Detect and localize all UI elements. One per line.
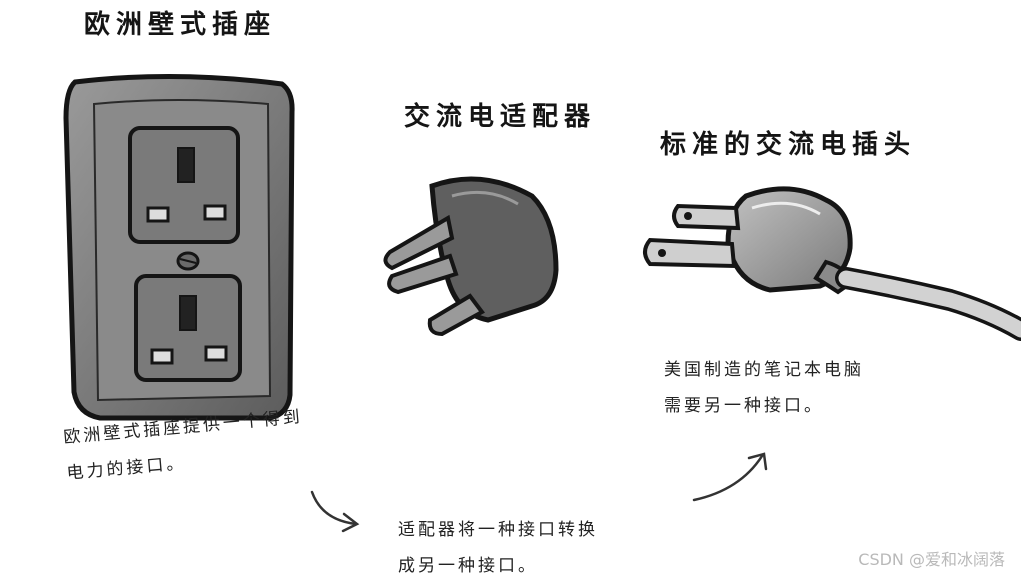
adapter-title: 交流电适配器 [404, 102, 597, 132]
plug-note: 美国制造的笔记本电脑 需要另一种接口。 [664, 352, 864, 424]
arrow-to-plug-note-icon [692, 452, 768, 502]
watermark: CSDN @爱和冰阔落 [858, 550, 1005, 569]
plug-note-line2: 需要另一种接口。 [664, 396, 824, 416]
plug-title: 标准的交流电插头 [660, 130, 917, 160]
adapter-note-line1: 适配器将一种接口转换 [398, 520, 598, 540]
adapter-note-line2: 成另一种接口。 [398, 556, 538, 576]
ac-adapter-icon [383, 176, 559, 337]
arrow-to-adapter-note-icon [310, 490, 360, 533]
plug-note-line1: 美国制造的笔记本电脑 [664, 360, 864, 380]
wall-socket-icon [63, 73, 295, 421]
ac-plug-icon [643, 186, 1021, 341]
adapter-note: 适配器将一种接口转换 成另一种接口。 [398, 512, 598, 584]
socket-title: 欧洲壁式插座 [84, 10, 277, 40]
